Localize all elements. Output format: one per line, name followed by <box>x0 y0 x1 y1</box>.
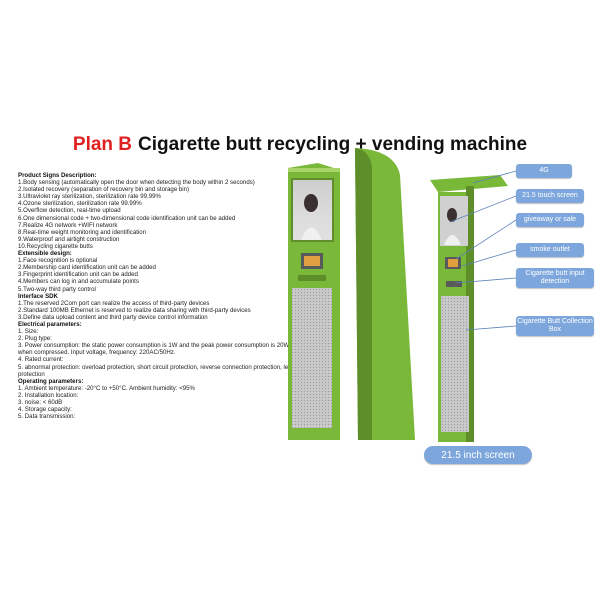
title-text: Cigarette butt recycling + vending machi… <box>138 134 528 155</box>
spec-line: 6.One dimensional code + two-dimensional… <box>18 214 236 222</box>
spec-line: 9.Waterproof and airtight construction <box>18 235 120 243</box>
spec-line: 4. Storage capacity: <box>18 406 72 414</box>
spec-line: 1.Face recognition is optional <box>18 257 98 265</box>
spec-line: 2.Standard 100MB Ethernet is reserved to… <box>18 306 251 314</box>
spec-line: 5.Two-way third party control <box>18 285 96 293</box>
spec-heading: Operating parameters: <box>18 377 84 385</box>
spec-line: 3.Define data upload content and third p… <box>18 313 208 321</box>
spec-line: 5. Data transmission: <box>18 413 76 421</box>
callout-collection-box: Cigarette Butt Collection Box <box>516 316 594 336</box>
callout-screen-size: 21.5 inch screen <box>424 446 532 464</box>
machine-front <box>288 163 340 440</box>
spec-line: 3.Ultraviolet ray sterilization, sterili… <box>18 193 161 201</box>
spec-line: 4. Rated current: <box>18 356 64 364</box>
spec-line: 1. Size: <box>18 328 39 336</box>
callout-touch-screen: 21.5 touch screen <box>516 189 584 203</box>
plan-label: Plan B <box>72 134 133 155</box>
spec-heading: Product Signs Description: <box>18 172 97 179</box>
spec-line: 3.Fingerprint identification unit can be… <box>18 271 138 279</box>
spec-line: 8.Real-time weight monitoring and identi… <box>18 228 147 236</box>
spec-line: 3. Power consumption: the static power c… <box>18 342 290 350</box>
spec-line: 2.Membership card identification unit ca… <box>18 264 156 272</box>
spec-line: 4.Members can log in and accumulate poin… <box>18 278 139 286</box>
spec-heading: Electrical parameters: <box>18 320 82 328</box>
callout-giveaway: giveaway or sale <box>516 213 584 227</box>
spec-line: 1.Body sensing (automatically open the d… <box>18 179 255 187</box>
spec-heading: Extensible design: <box>18 250 72 258</box>
spec-line: 2.Isolated recovery (separation of recov… <box>18 186 190 194</box>
spec-line: 2. Installation location: <box>18 391 79 399</box>
callout-butt-input: Cigarette butt input detection <box>516 268 594 288</box>
spec-line: 5.Overflow detection, real-time upload <box>18 207 121 215</box>
spec-list: Product Signs Description:1.Body sensing… <box>18 172 308 420</box>
spec-line: 3. noise: < 60dB <box>18 399 63 406</box>
spec-line: when compressed. Input voltage, frequenc… <box>18 349 176 357</box>
spec-line: 10.Recycling cigarette butts <box>18 242 93 250</box>
spec-line: 4.Ozone sterilization, sterilization rat… <box>18 200 142 208</box>
callout-smoke-outlet: smoke outlet <box>516 243 584 257</box>
callout-connectors <box>449 170 517 331</box>
machine-side <box>355 148 415 440</box>
spec-line: 7.Realize 4G network +WIFI network <box>18 221 118 229</box>
spec-line: 1. Ambient temperature: -20°C to +50°C. … <box>18 384 195 392</box>
spec-line: 2. Plug type: <box>18 335 52 343</box>
callout-4g: 4G <box>516 164 572 178</box>
spec-line: 1.The reserved 2Com port can realize the… <box>18 299 210 307</box>
spec-line: 5. abnormal protection: overload protect… <box>18 363 305 378</box>
spec-heading: Interface SDK <box>18 292 58 300</box>
machine-angled <box>430 175 508 442</box>
